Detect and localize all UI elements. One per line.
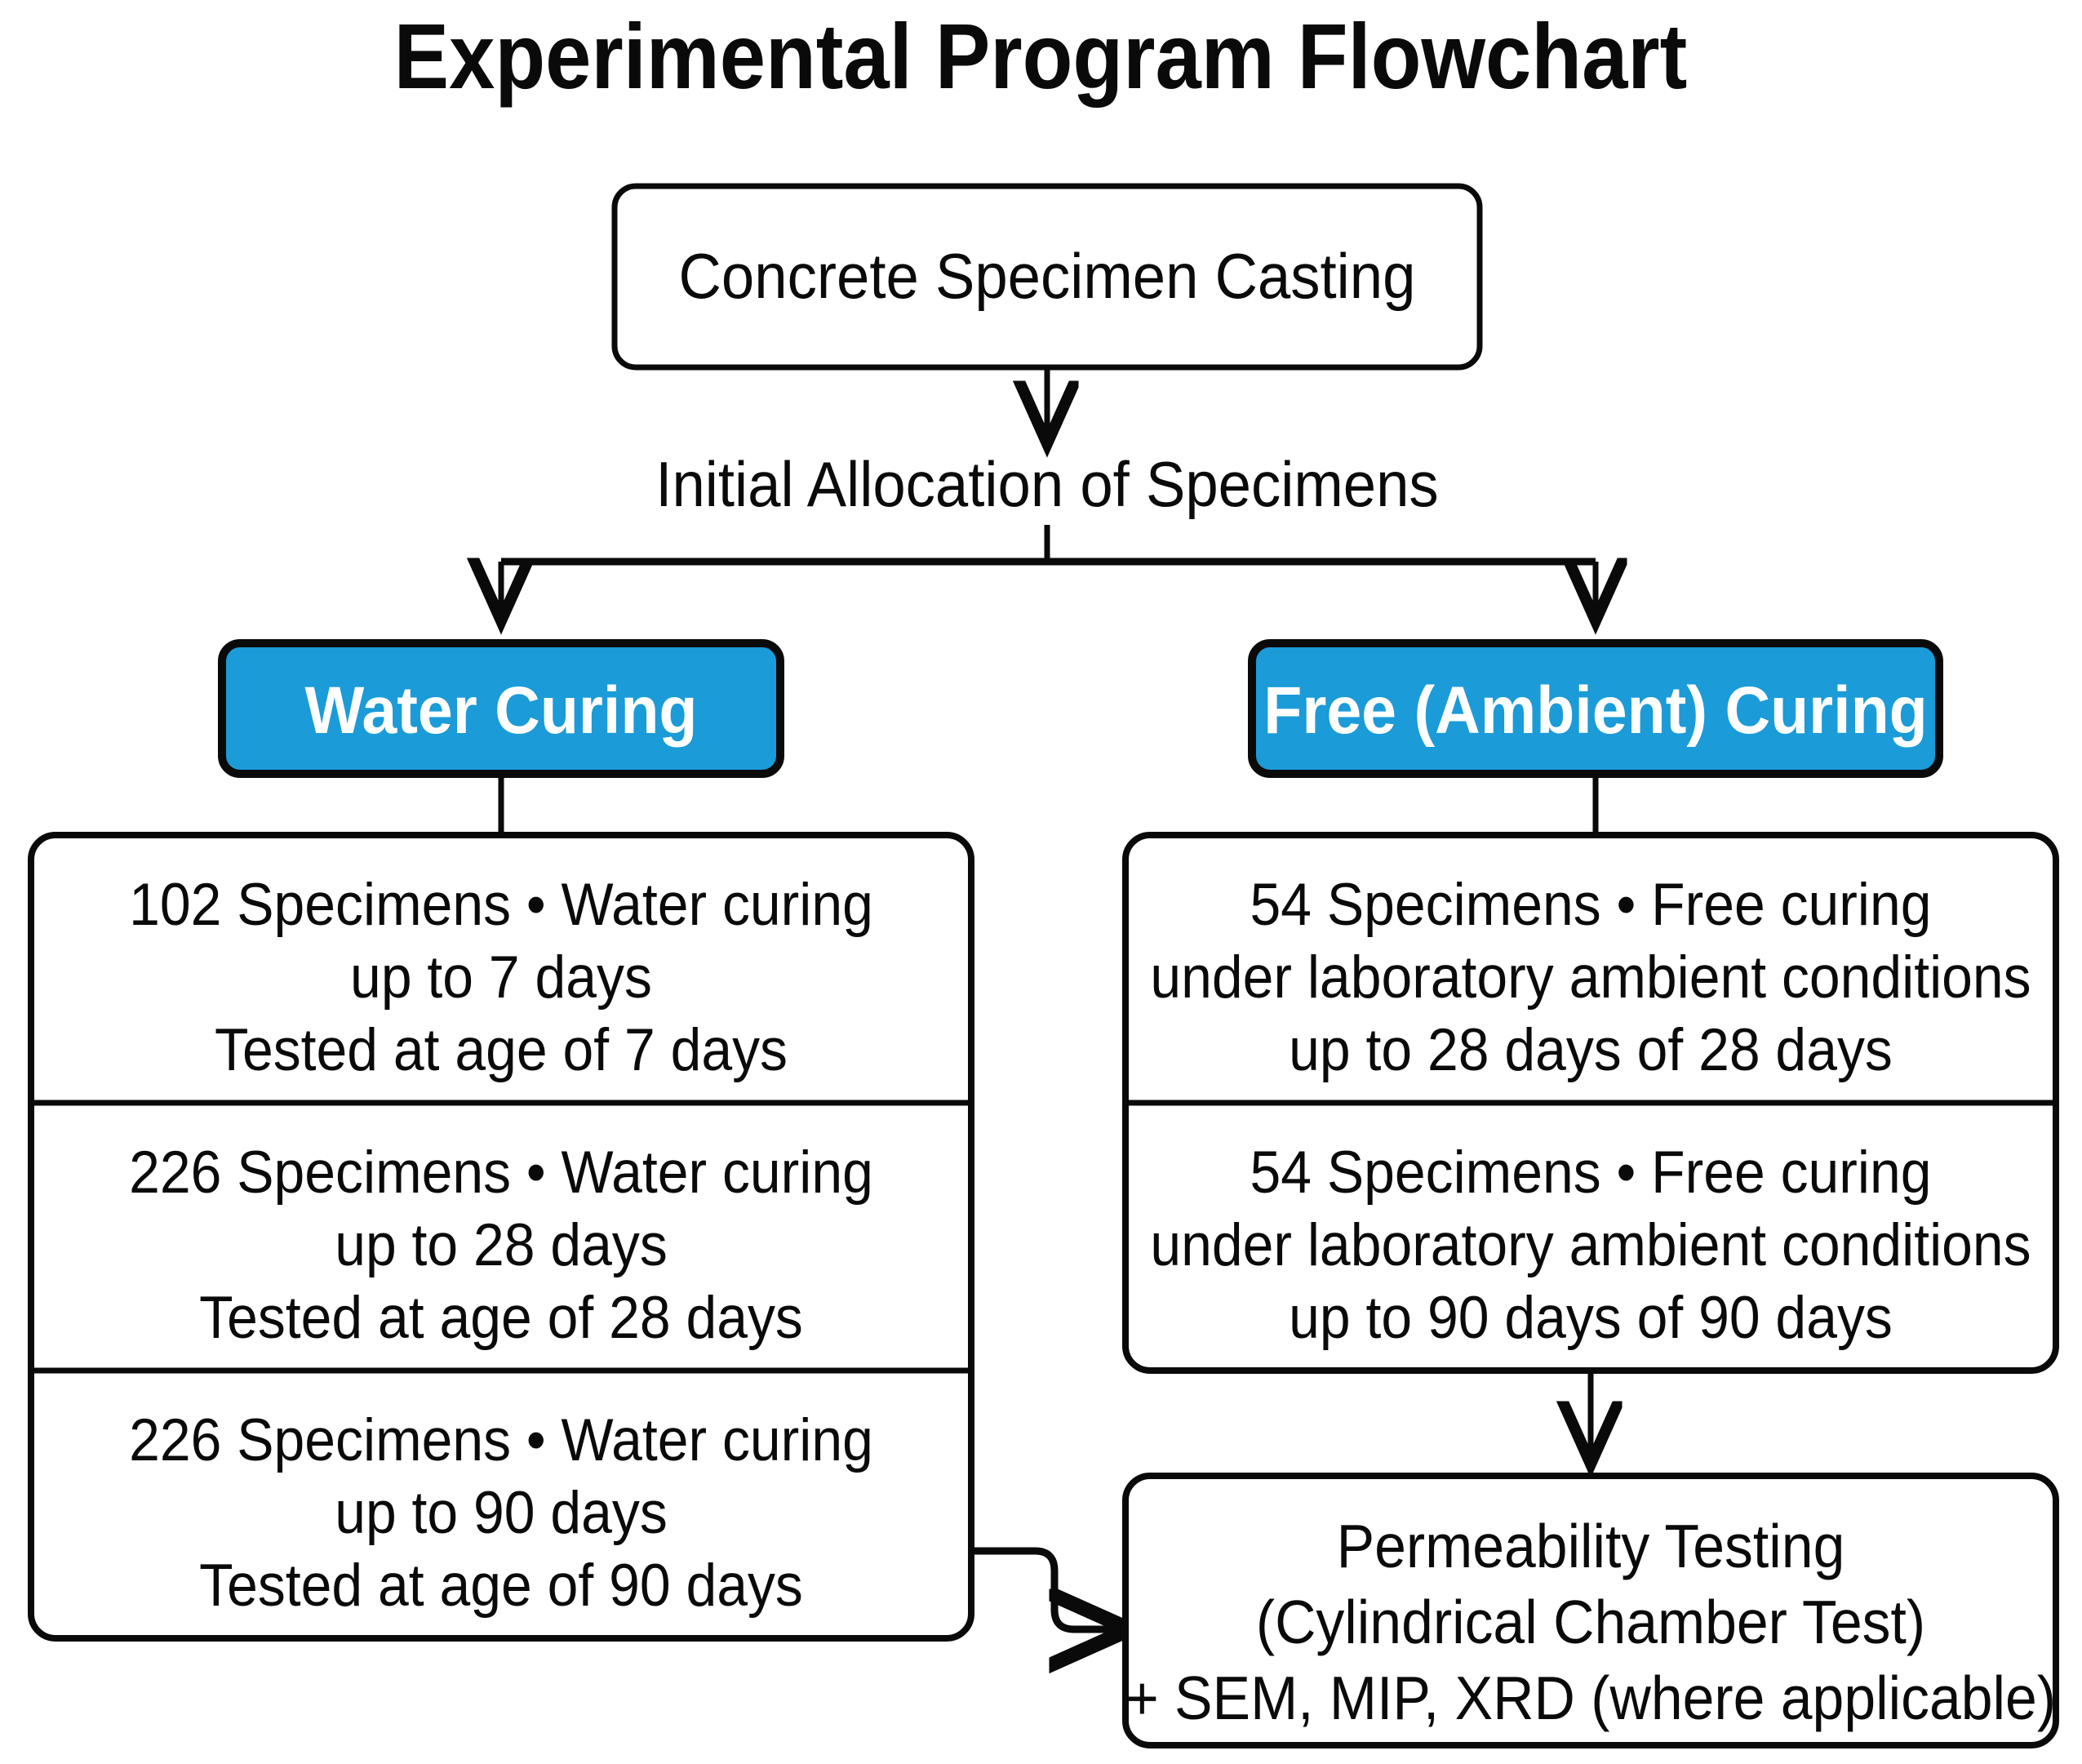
cell-line-3: up to 28 days of 28 days — [1289, 1016, 1893, 1083]
cell-line-2: under laboratory ambient conditions — [1150, 944, 2031, 1011]
permeability-line-1: Permeability Testing — [1337, 1513, 1845, 1581]
node-water-curing[interactable]: Water Curing — [218, 639, 784, 778]
permeability-box-shape — [1122, 1473, 2059, 1748]
water-stack-outline — [28, 832, 974, 1642]
free-stack-cell: 54 Specimens • Free curing under laborat… — [1150, 871, 2031, 1083]
page-title: Experimental Program Flowchart — [394, 5, 1688, 108]
cell-line-3: Tested at age of 28 days — [199, 1284, 803, 1351]
cell-line-2: under laboratory ambient conditions — [1150, 1211, 2031, 1278]
cell-line-1: 102 Specimens • Water curing — [129, 871, 873, 938]
permeability-line-3: + SEM, MIP, XRD (where applicable) — [1125, 1664, 2056, 1733]
cell-line-1: 54 Specimens • Free curing — [1250, 1139, 1932, 1206]
cell-line-3: Tested at age of 7 days — [215, 1016, 788, 1083]
casting-box-label: Concrete Specimen Casting — [679, 241, 1416, 312]
water-stack-cell: 226 Specimens • Water curing up to 90 da… — [129, 1406, 873, 1619]
water-stack-cell: 226 Specimens • Water curing up to 28 da… — [129, 1139, 873, 1351]
node-free-curing[interactable]: Free (Ambient) Curing — [1248, 639, 1943, 778]
water-stack-cell: 102 Specimens • Water curing up to 7 day… — [129, 871, 873, 1083]
cell-line-1: 226 Specimens • Water curing — [129, 1406, 873, 1473]
node-permeability-testing: Permeability Testing (Cylindrical Chambe… — [1122, 1473, 2059, 1748]
allocation-label: Initial Allocation of Specimens — [655, 449, 1438, 520]
cell-line-3: Tested at age of 90 days — [199, 1552, 803, 1619]
free-specimen-stack: 54 Specimens • Free curing under laborat… — [1122, 832, 2059, 1374]
cell-line-2: up to 7 days — [350, 944, 652, 1011]
cell-line-1: 54 Specimens • Free curing — [1250, 871, 1932, 938]
free-curing-label: Free (Ambient) Curing — [1263, 673, 1927, 748]
cell-line-3: up to 90 days of 90 days — [1289, 1284, 1893, 1351]
cell-line-1: 226 Specimens • Water curing — [129, 1139, 873, 1206]
node-concrete-specimen-casting: Concrete Specimen Casting — [611, 183, 1483, 371]
edge-water-stack-to-permeability — [971, 1547, 1126, 1629]
water-specimen-stack: 102 Specimens • Water curing up to 7 day… — [28, 832, 974, 1642]
cell-line-2: up to 90 days — [335, 1479, 668, 1546]
allocation-split-connectors — [501, 525, 1596, 618]
cell-line-2: up to 28 days — [335, 1211, 668, 1278]
permeability-line-2: (Cylindrical Chamber Test) — [1256, 1588, 1925, 1657]
free-stack-cell: 54 Specimens • Free curing under laborat… — [1150, 1139, 2031, 1351]
water-curing-label: Water Curing — [305, 673, 698, 748]
